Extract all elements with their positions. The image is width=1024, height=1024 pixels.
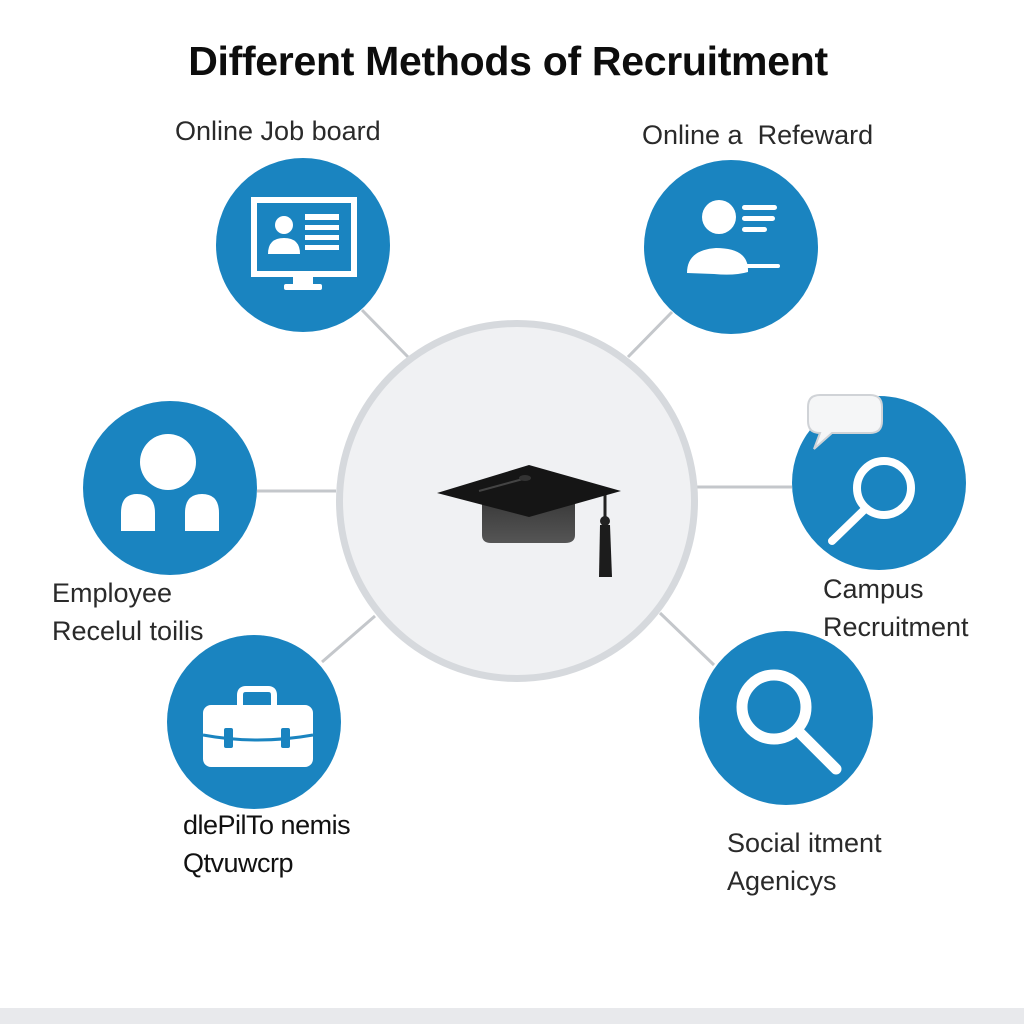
briefcase-icon (202, 686, 314, 767)
label-employee-referrals: Employee Recelul toilis (52, 578, 204, 646)
center-hub (336, 320, 698, 682)
connector-bottom-right (658, 611, 716, 667)
label-campus-recruitment: Campus Recruitment (823, 574, 969, 642)
chat-bubble-icon (807, 394, 883, 450)
connector-top-right (626, 310, 674, 359)
label-bottom-left-method: dlePilTo nemis Qtvuwcrp (183, 810, 351, 878)
node-top-left (216, 158, 390, 332)
users-icon (121, 434, 219, 531)
label-online-referral: Online a Refeward (642, 120, 874, 150)
connector-bottom-left (321, 614, 376, 664)
node-bottom-left (167, 635, 341, 809)
bottom-band (0, 1008, 1024, 1024)
node-left (83, 401, 257, 575)
graduation-cap-icon (437, 465, 621, 577)
label-recruitment-agencies: Social itment Agenicys (727, 828, 882, 896)
user-list-icon (687, 200, 780, 275)
search-chat-icon (828, 457, 915, 545)
connector-top-left (360, 308, 410, 359)
node-bottom-right (699, 631, 873, 805)
node-top-right (644, 160, 818, 334)
label-online-job-board: Online Job board (175, 116, 381, 146)
monitor-profile-icon (251, 197, 357, 290)
search-icon (736, 669, 842, 775)
page-title: Different Methods of Recruitment (188, 38, 828, 84)
